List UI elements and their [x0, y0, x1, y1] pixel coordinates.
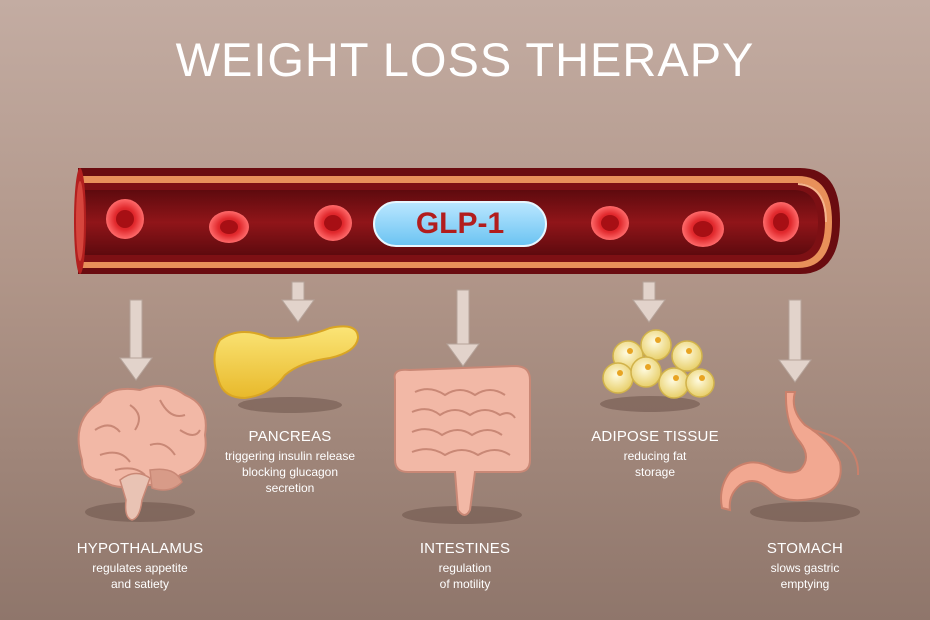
pancreas-label: PANCREAS triggering insulin release bloc… [190, 428, 390, 496]
adipose-tissue-label: ADIPOSE TISSUE reducing fat storage [555, 428, 755, 480]
arrow-to-intestines [446, 289, 480, 367]
organ-name: PANCREAS [248, 428, 332, 445]
red-blood-cell [209, 211, 249, 243]
page-title: WEIGHT LOSS THERAPY [175, 33, 755, 86]
red-blood-cell [314, 205, 352, 241]
organ-name: STOMACH [766, 540, 844, 557]
arrow-to-hypothalamus [119, 299, 153, 381]
organ-name: HYPOTHALAMUS [76, 540, 204, 557]
intestines-label: INTESTINES regulation of motility [365, 540, 565, 592]
arrow-to-adipose [632, 281, 666, 323]
stomach-label: STOMACH slows gastric emptying [705, 540, 905, 592]
glp1-molecule-badge: GLP-1 [373, 201, 547, 247]
arrow-to-stomach [778, 299, 812, 383]
stomach-icon [720, 391, 860, 512]
organ-description: regulation of motility [438, 561, 492, 591]
arrow-to-pancreas [281, 281, 315, 323]
pancreas-icon [213, 325, 360, 400]
organ-name: INTESTINES [419, 540, 511, 557]
brain-icon [77, 385, 207, 521]
hypothalamus-label: HYPOTHALAMUS regulates appetite and sati… [40, 540, 240, 592]
red-blood-cell [106, 199, 144, 239]
organ-description: slows gastric emptying [770, 561, 840, 591]
adipose-tissue-icon [602, 329, 715, 399]
red-blood-cell [682, 211, 724, 247]
red-blood-cell [763, 202, 799, 242]
organ-description: reducing fat storage [623, 449, 687, 479]
intestines-icon [393, 364, 531, 516]
organ-description: regulates appetite and satiety [92, 561, 188, 591]
organ-name: ADIPOSE TISSUE [591, 428, 719, 445]
organ-description: triggering insulin release blocking gluc… [224, 449, 356, 495]
red-blood-cell [591, 206, 629, 240]
